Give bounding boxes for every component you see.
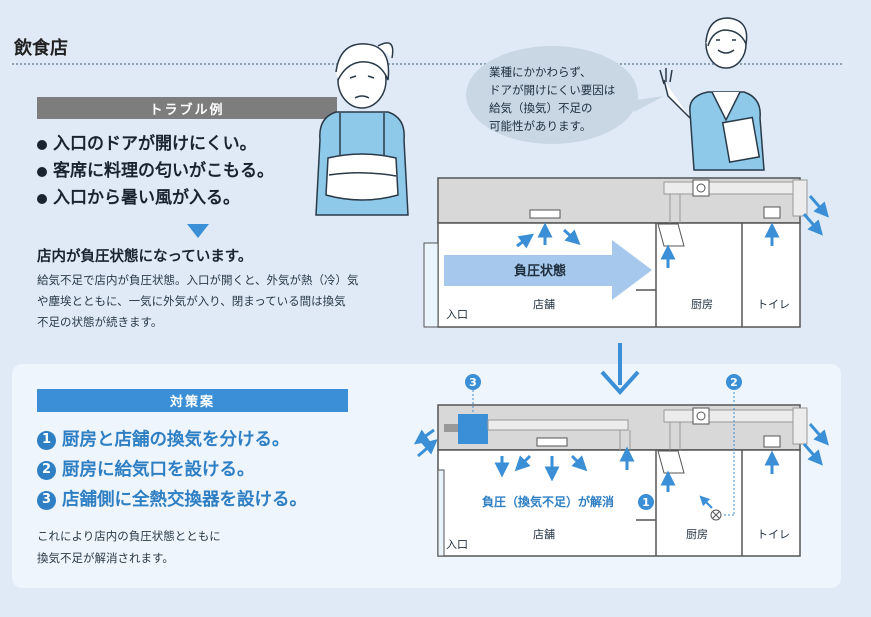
worried-woman-illustration [315,42,409,216]
advisor-woman-illustration [659,17,765,171]
toilet-fan-icon [763,435,781,448]
trouble-item: 入口から暑い風が入る。 [37,185,274,212]
fan-icon [692,407,710,425]
svg-text:3: 3 [469,376,477,389]
resolved-label: 負圧（換気不足）が解消 [482,494,614,509]
trouble-item: 入口のドアが開けにくい。 [37,131,274,158]
speech-bubble-tail [634,96,664,112]
entrance-door [423,242,439,328]
speech-text: 業種にかかわらず、 ドアが開けにくい要因は 給気（換気）不足の 可能性があります… [489,65,616,133]
ceiling-diffuser [536,437,568,447]
room-label-entrance: 入口 [446,538,468,551]
room-label-kitchen: 厨房 [691,298,713,311]
diagram-negative-pressure: 負圧状態 入口 店舗 厨房 トイレ [423,177,829,328]
kitchen-hood [657,450,685,474]
down-triangle-icon [187,224,209,238]
diagram-resolved: 2 3 1 負圧（換気不足）が解消 入口 店舗 厨房 トイレ [413,374,829,557]
trouble-header: トラブル例 [37,97,337,119]
number-badge: 2 [37,460,56,480]
room-label-store: 店舗 [533,297,555,311]
room-label-kitchen: 厨房 [686,528,708,541]
measures-header: 対策案 [37,389,348,412]
heat-exchanger [458,414,488,444]
room-label-store: 店舗 [533,527,555,541]
room-label-toilet: トイレ [757,528,790,541]
entrance-door [437,469,445,557]
title-divider [12,63,842,65]
trouble-heading: 店内が負圧状態になっています。 [37,249,253,265]
number-badge: 1 [37,430,56,450]
marker-3-icon [465,374,481,390]
marker-2-icon [726,374,742,390]
toilet-fan-icon [763,206,781,219]
trouble-item: 客席に料理の匂いがこもる。 [37,158,274,185]
trouble-description: 給気不足で店内が負圧状態。入口が開くと、外気が熱（冷）気 や塵埃とともに、一気に… [37,273,359,329]
room-label-toilet: トイレ [757,298,790,311]
negative-pressure-label: 負圧状態 [514,263,566,279]
transition-arrow-icon [600,343,640,395]
room-label-entrance: 入口 [446,308,468,321]
svg-text:2: 2 [730,376,738,389]
speech-bubble [466,46,638,144]
number-badge: 3 [37,490,56,510]
trouble-list: 入口のドアが開けにくい。 客席に料理の匂いがこもる。 入口から暑い風が入る。 [37,131,274,212]
ceiling-diffuser [529,209,561,219]
bullet-icon [37,139,47,150]
svg-text:1: 1 [642,496,650,509]
bullet-icon [37,193,47,204]
fan-icon [692,179,710,197]
bullet-icon [37,166,47,177]
kitchen-hood [657,223,685,247]
marker-1-icon [638,494,654,510]
measures-note: これにより店内の負圧状態とともに 換気不足が解消されます。 [37,529,221,565]
page-title: 飲食店 [14,38,68,59]
negative-pressure-arrow [444,240,652,300]
